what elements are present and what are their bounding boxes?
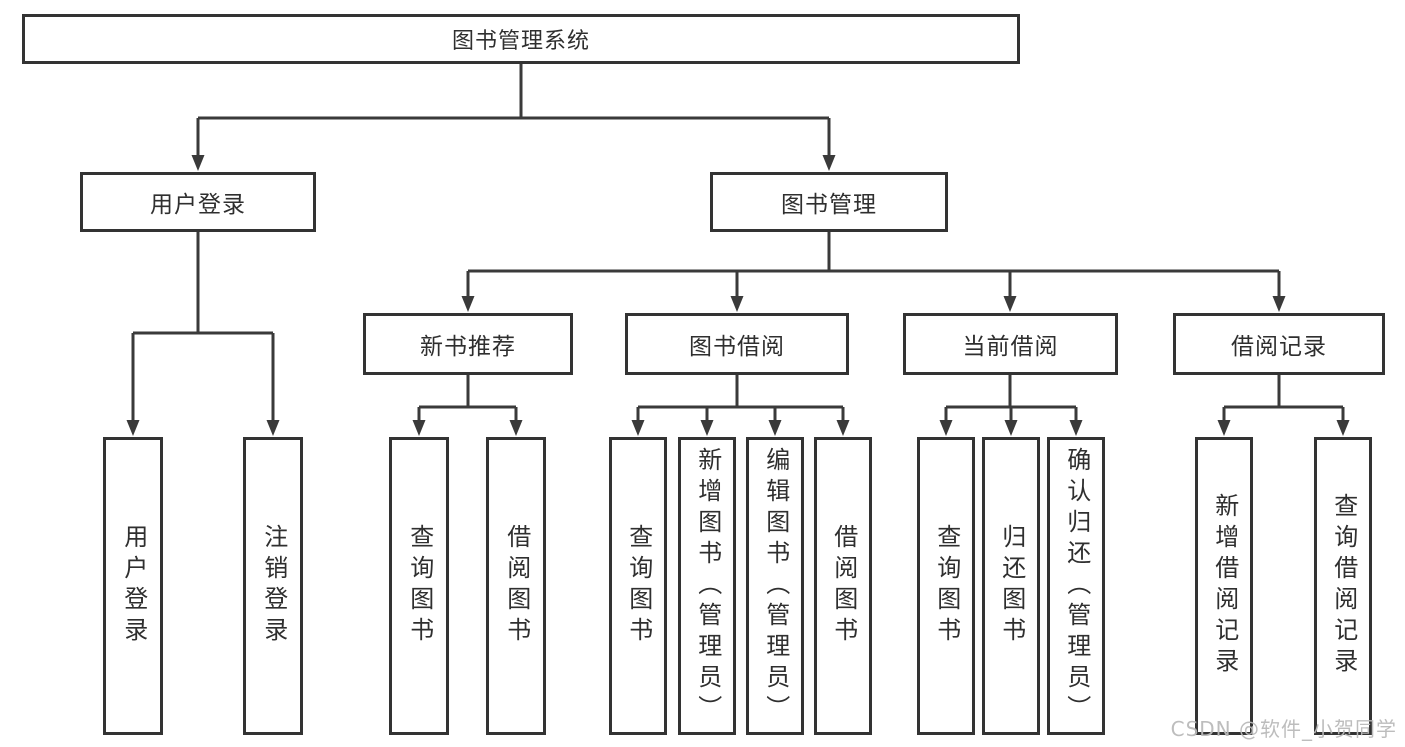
node-label: 新书推荐 (420, 334, 516, 360)
node-label: 编辑图书（管理员） (761, 446, 790, 726)
node-new-book-recommendation: 新书推荐 (363, 313, 573, 375)
node-label: 用户登录 (119, 524, 148, 648)
node-label: 新增借阅记录 (1210, 493, 1239, 679)
node-label: 用户登录 (150, 192, 246, 218)
node-label: 图书借阅 (689, 334, 785, 360)
node-leaf-confirm-return-admin: 确认归还（管理员） (1047, 437, 1105, 735)
node-label: 查询图书 (932, 524, 961, 648)
node-label: 确认归还（管理员） (1062, 446, 1091, 726)
node-label: 归还图书 (997, 524, 1026, 648)
node-label: 借阅记录 (1231, 334, 1327, 360)
csdn-watermark: CSDN @软件_小贺同学 (1170, 717, 1397, 741)
node-leaf-logout: 注销登录 (243, 437, 303, 735)
node-leaf-edit-books-admin: 编辑图书（管理员） (746, 437, 804, 735)
node-label: 图书管理 (781, 192, 877, 218)
node-label: 图书管理系统 (451, 29, 590, 54)
node-label: 新增图书（管理员） (693, 446, 722, 726)
node-label: 注销登录 (259, 524, 288, 648)
node-label: 查询图书 (624, 524, 653, 648)
node-library-management-system: 图书管理系统 (22, 14, 1020, 64)
node-leaf-query-books-borrowing: 查询图书 (609, 437, 667, 735)
connector-shafts (131, 64, 1345, 423)
node-leaf-borrow-books-recommend: 借阅图书 (486, 437, 546, 735)
node-label: 查询图书 (405, 524, 434, 648)
node-leaf-borrow-books: 借阅图书 (814, 437, 872, 735)
node-current-borrowing: 当前借阅 (903, 313, 1118, 375)
node-leaf-query-borrow-record: 查询借阅记录 (1314, 437, 1372, 735)
node-leaf-query-books-current: 查询图书 (917, 437, 975, 735)
node-book-management-module: 图书管理 (710, 172, 948, 232)
node-user-login-module: 用户登录 (80, 172, 316, 232)
node-label: 当前借阅 (962, 334, 1059, 360)
node-leaf-query-books-recommend: 查询图书 (389, 437, 449, 735)
node-leaf-add-books-admin: 新增图书（管理员） (678, 437, 736, 735)
node-label: 查询借阅记录 (1329, 493, 1358, 679)
node-borrowing-records: 借阅记录 (1173, 313, 1385, 375)
node-label: 借阅图书 (502, 524, 531, 648)
node-leaf-return-books: 归还图书 (982, 437, 1040, 735)
node-label: 借阅图书 (829, 524, 858, 648)
node-leaf-user-login: 用户登录 (103, 437, 163, 735)
node-book-borrowing: 图书借阅 (625, 313, 849, 375)
node-leaf-add-borrow-record: 新增借阅记录 (1195, 437, 1253, 735)
